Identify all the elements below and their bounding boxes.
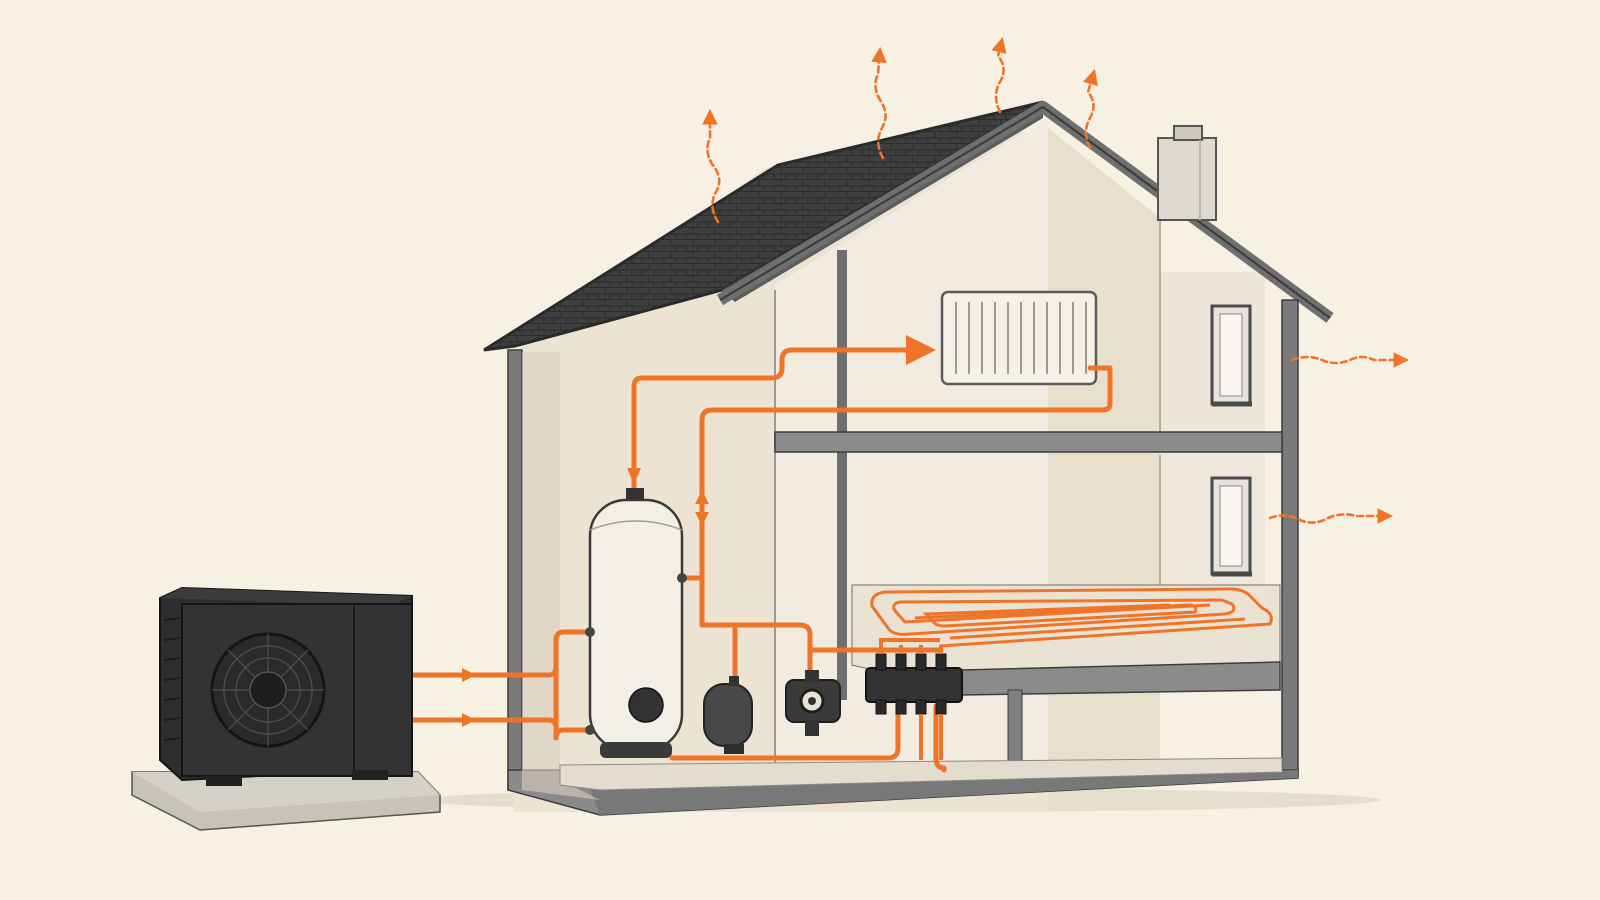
heating-pipes (409, 335, 1113, 773)
window-upper (1210, 304, 1252, 407)
arrow-right-icon (462, 713, 476, 727)
chimney (1157, 125, 1217, 221)
radiator-icon (940, 290, 1098, 386)
arrow-down-icon (695, 512, 709, 526)
hot-water-cylinder (585, 488, 687, 758)
window-lower (1210, 476, 1252, 577)
wavy-arrow-up-icon (1082, 69, 1098, 150)
pipe-radiator-return (699, 365, 1113, 628)
vessel-icon (703, 683, 753, 747)
wavy-arrow-right-icon (1290, 352, 1410, 368)
pipe-tank-to-radiator (631, 335, 936, 493)
underfloor-heating-loop (870, 587, 1273, 648)
pipe-bottom-return (669, 703, 901, 761)
radiator (940, 290, 1098, 386)
arrow-down-icon (627, 468, 641, 484)
upper-floor-slab (774, 431, 1283, 453)
arrow-up-icon (695, 490, 709, 504)
arrow-right-icon (462, 668, 476, 682)
wavy-arrow-up-icon (991, 36, 1007, 114)
pipe-pump-feed (699, 622, 943, 653)
pipe-heat-pump-flow (409, 629, 593, 678)
expansion-vessel (703, 676, 753, 754)
manifold-icon (865, 667, 963, 703)
pipe-flow-arrows (462, 468, 709, 727)
wavy-arrow-up-icon (871, 46, 887, 160)
cylinder-heater-port (628, 687, 664, 723)
circulation-pump (785, 670, 841, 736)
underfloor-manifold (865, 638, 963, 760)
wavy-arrow-up-icon (702, 108, 721, 224)
coil-icon (870, 587, 1273, 648)
pipe-heat-pump-return (409, 717, 593, 741)
heat-loss-flows (702, 36, 1410, 524)
outdoor-heat-pump-unit (131, 586, 441, 831)
wavy-arrow-right-icon (1268, 508, 1394, 524)
fan-icon (210, 632, 326, 748)
